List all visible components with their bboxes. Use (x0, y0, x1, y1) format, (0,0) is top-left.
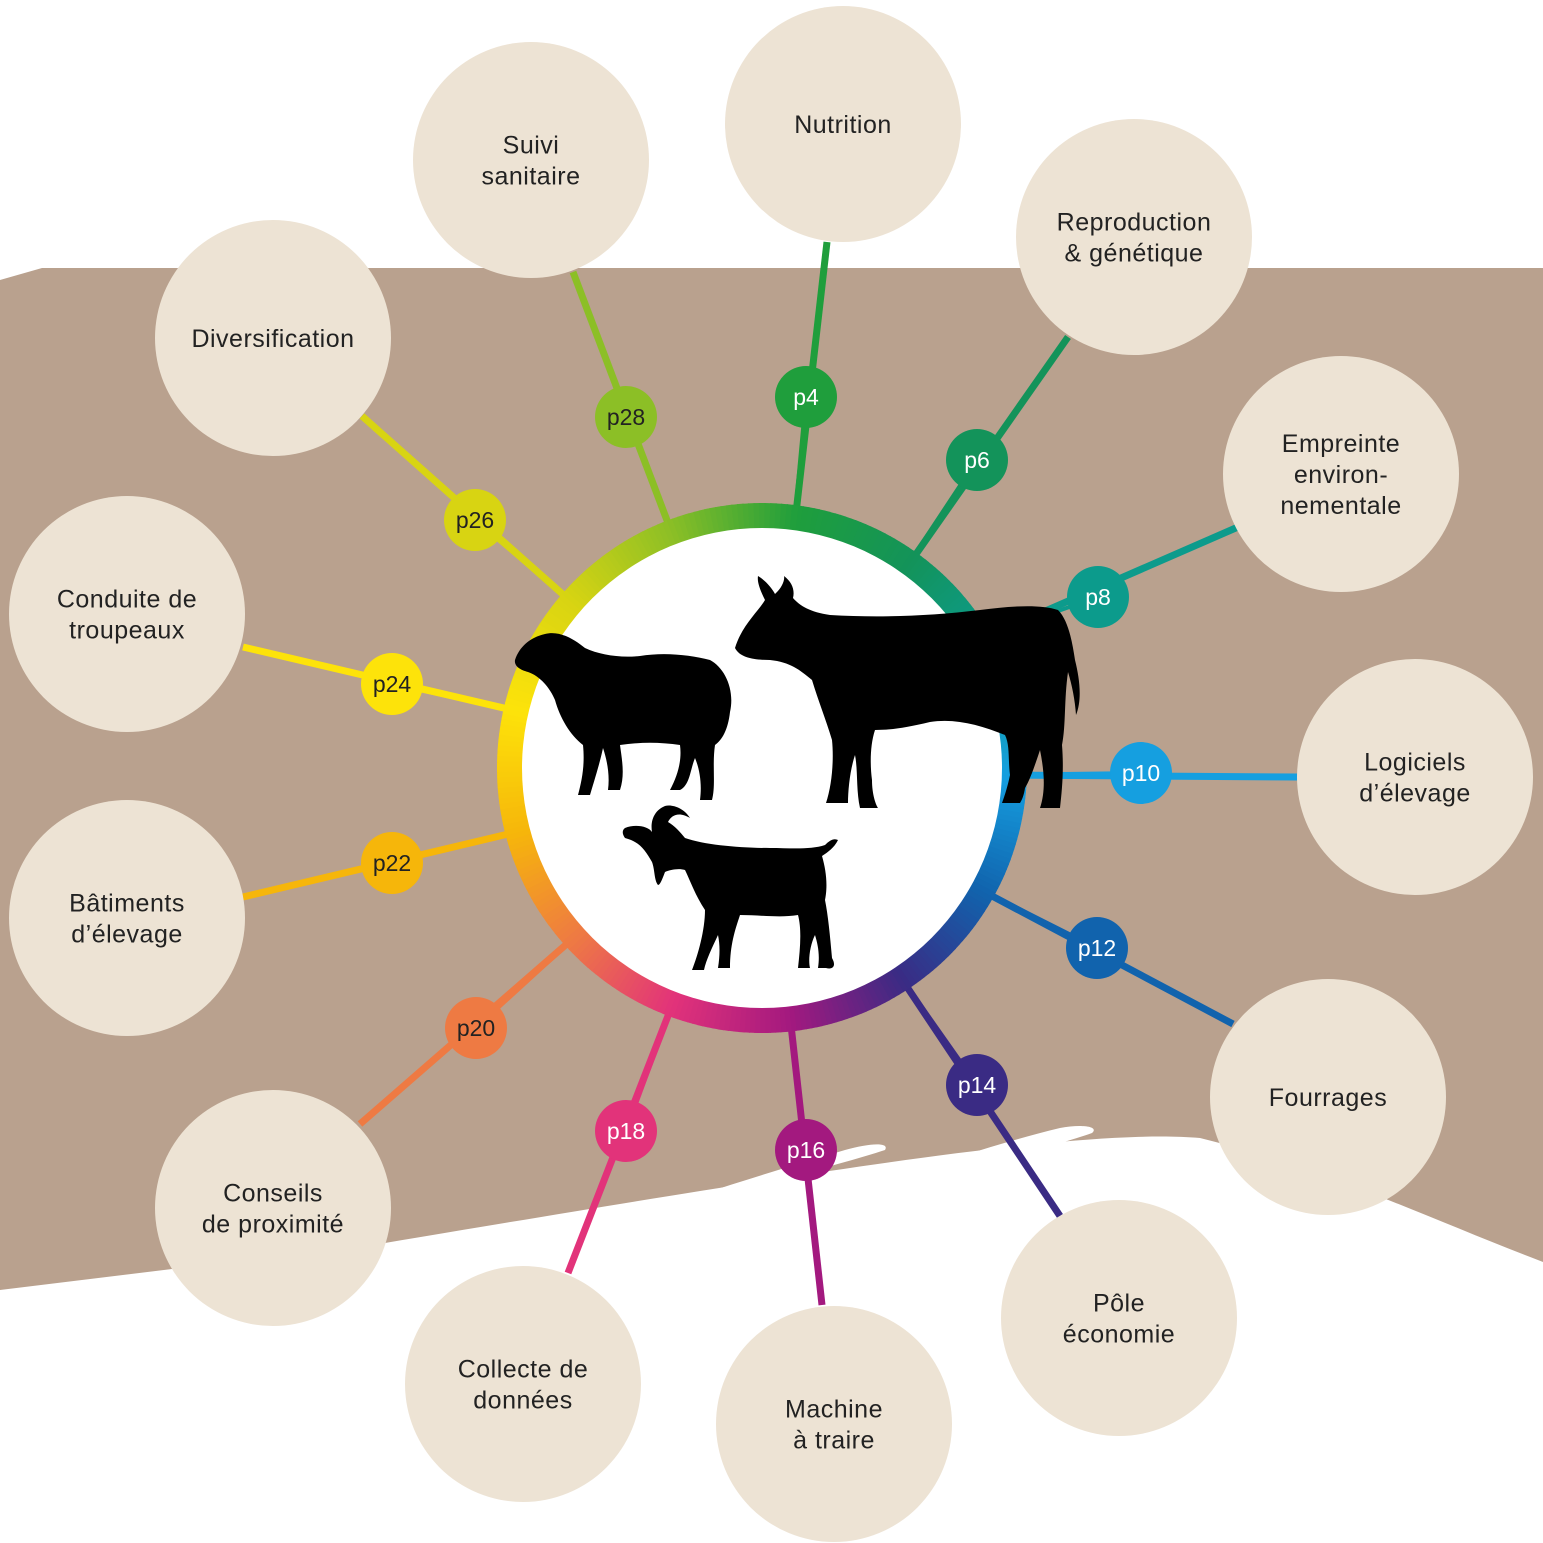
page-badge-circle (775, 366, 837, 428)
page-badge-circle (444, 489, 506, 551)
topic-label: Conduite de (57, 586, 197, 614)
topic-label: Collecte de (458, 1356, 589, 1384)
page-badge-label: p26 (456, 507, 494, 533)
page-badge-circle (1066, 917, 1128, 979)
page-badge-p22[interactable]: p22 (361, 832, 423, 894)
page-badge-circle (595, 386, 657, 448)
page-badge-p10[interactable]: p10 (1110, 742, 1172, 804)
sheep-icon (514, 633, 732, 800)
page-badge-circle (595, 1100, 657, 1162)
topic-label: Reproduction (1057, 209, 1212, 237)
topic-node[interactable]: Suivi sanitaire (413, 42, 649, 278)
topic-label: Logiciels (1364, 749, 1466, 777)
cow-icon (735, 576, 1080, 808)
page-badge-circle (361, 832, 423, 894)
page-badge-p20[interactable]: p20 (445, 997, 507, 1059)
topic-circle (1297, 659, 1533, 895)
topic-circle (9, 800, 245, 1036)
topic-circle (155, 1090, 391, 1326)
page-badge-circle (775, 1119, 837, 1181)
topic-node[interactable]: Bâtiments d’élevage (9, 800, 245, 1036)
page-badge-circle (946, 429, 1008, 491)
topic-node[interactable]: Conduite de troupeaux (9, 496, 245, 732)
page-badge-label: p4 (793, 384, 819, 410)
topic-label: Empreinte (1282, 430, 1400, 458)
page-badge-label: p24 (373, 671, 412, 697)
topic-label: Suivi (503, 132, 560, 160)
decorative-swoosh (830, 1125, 1094, 1205)
topic-label: à traire (793, 1427, 875, 1455)
topic-node[interactable]: Pôle économie (1001, 1200, 1237, 1436)
topic-label: Pôle (1093, 1290, 1145, 1318)
page-badge-p18[interactable]: p18 (595, 1100, 657, 1162)
topic-circle (725, 6, 961, 242)
page-badge-p4[interactable]: p4 (775, 366, 837, 428)
page-badge-label: p20 (457, 1015, 495, 1041)
topic-node[interactable]: Logiciels d’élevage (1297, 659, 1533, 895)
page-badge-label: p12 (1078, 935, 1116, 961)
topic-node[interactable]: Diversification (155, 220, 391, 456)
page-badge-p16[interactable]: p16 (775, 1119, 837, 1181)
topic-node[interactable]: Collecte de données (405, 1266, 641, 1502)
topic-label: économie (1063, 1321, 1175, 1349)
ring-segment (813, 509, 826, 536)
topic-label: Bâtiments (69, 890, 185, 918)
topic-label: de proximité (202, 1211, 344, 1239)
page-badge-label: p8 (1085, 584, 1111, 610)
topic-label: troupeaux (69, 617, 185, 645)
page-badge-p8[interactable]: p8 (1067, 566, 1129, 628)
topic-label: sanitaire (482, 163, 581, 191)
page-badge-circle (361, 653, 423, 715)
ring-segment (789, 504, 799, 532)
topic-circle (1223, 356, 1459, 592)
topic-circle (155, 220, 391, 456)
topic-node[interactable]: Fourrages (1210, 979, 1446, 1215)
page-badge-label: p10 (1122, 760, 1160, 786)
topic-label: d’élevage (71, 921, 183, 949)
topic-label: Nutrition (794, 111, 892, 139)
topic-node[interactable]: Nutrition (725, 6, 961, 242)
page-badge-label: p18 (607, 1118, 645, 1144)
page-badge-circle (1067, 566, 1129, 628)
topic-circle (716, 1306, 952, 1542)
page-badge-circle (445, 997, 507, 1059)
topic-label: Fourrages (1269, 1084, 1387, 1112)
topic-node[interactable]: Empreinte environ-nementale (1223, 356, 1459, 592)
topic-label: données (473, 1387, 572, 1415)
page-badge-p28[interactable]: p28 (595, 386, 657, 448)
topic-label: & génétique (1065, 240, 1204, 268)
page-badge-p14[interactable]: p14 (946, 1054, 1008, 1116)
page-badges-layer: p4 p6 p8 p10 p12 p14 p16 p18 p20 p22 p24 p26 p28 (361, 366, 1172, 1181)
topic-label: nementale (1280, 492, 1401, 520)
goat-icon (622, 805, 838, 970)
page-badge-p12[interactable]: p12 (1066, 917, 1128, 979)
topic-circle (1210, 979, 1446, 1215)
page-badge-label: p14 (958, 1072, 997, 1098)
page-badge-label: p16 (787, 1137, 825, 1163)
page-badge-label: p28 (607, 404, 645, 430)
topic-circle (1001, 1200, 1237, 1436)
topic-circle (9, 496, 245, 732)
page-badge-label: p6 (964, 447, 990, 473)
topic-label: Diversification (191, 325, 354, 353)
topic-node[interactable]: Machine à traire (716, 1306, 952, 1542)
page-badge-circle (946, 1054, 1008, 1116)
page-badge-p26[interactable]: p26 (444, 489, 506, 551)
topic-label: environ- (1294, 461, 1388, 489)
topic-label: Conseils (223, 1180, 323, 1208)
topic-circle (405, 1266, 641, 1502)
topic-label: d’élevage (1359, 780, 1471, 808)
page-badge-p24[interactable]: p24 (361, 653, 423, 715)
topic-node[interactable]: Reproduction & génétique (1016, 119, 1252, 355)
page-badge-label: p22 (373, 850, 411, 876)
page-badge-circle (1110, 742, 1172, 804)
topic-circle (1016, 119, 1252, 355)
topic-node[interactable]: Conseils de proximité (155, 1090, 391, 1326)
topic-circle (413, 42, 649, 278)
page-badge-p6[interactable]: p6 (946, 429, 1008, 491)
topic-label: Machine (785, 1396, 883, 1424)
